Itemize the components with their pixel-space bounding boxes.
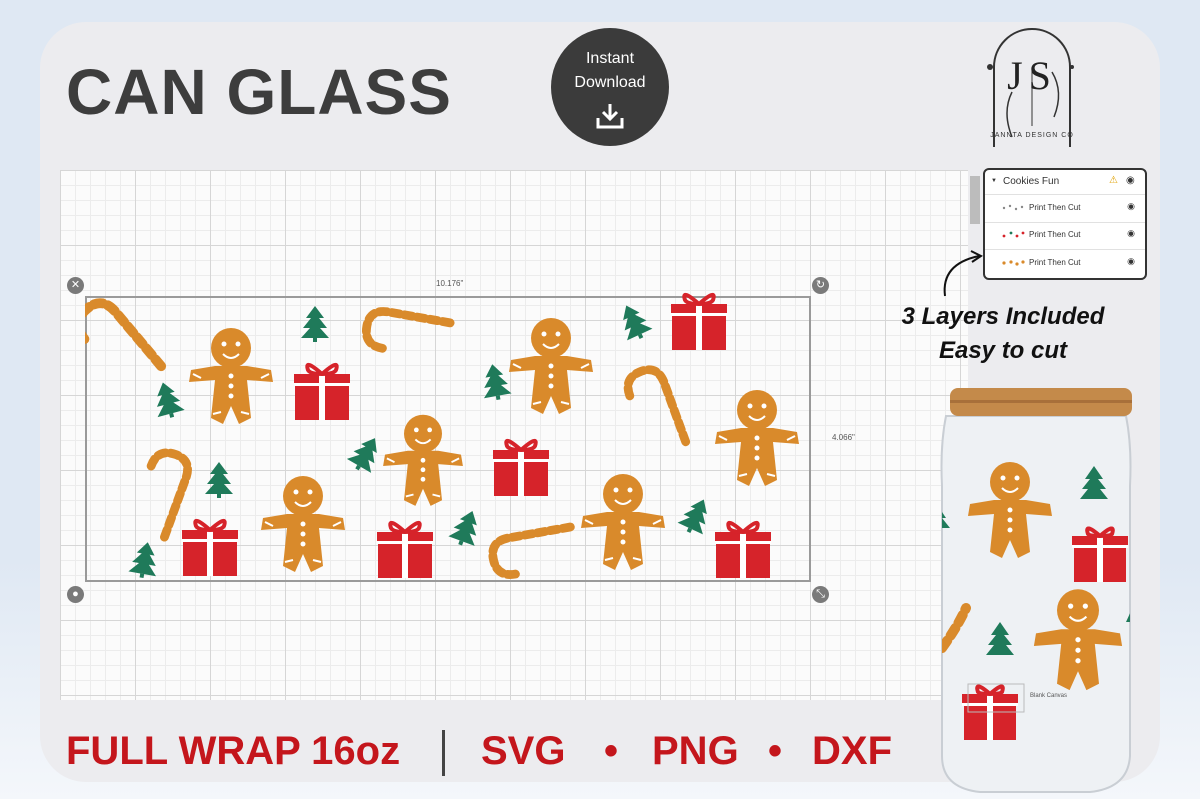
layers-panel[interactable]: ▼ Cookies Fun ⚠ ◉ Print Then Cut ◉ Print… bbox=[983, 168, 1147, 280]
eye-icon[interactable]: ◉ bbox=[1127, 256, 1135, 266]
eye-icon[interactable]: ◉ bbox=[1127, 201, 1135, 211]
layer-thumbnail-icon bbox=[1002, 231, 1025, 238]
callout-line-1: 3 Layers Included bbox=[901, 303, 1105, 330]
brand-logo bbox=[987, 28, 1074, 147]
lock-handle-icon[interactable]: ● bbox=[67, 586, 84, 603]
selection-box[interactable] bbox=[85, 296, 811, 582]
layer-row[interactable]: Print Then Cut ◉ bbox=[985, 194, 1145, 223]
layer-thumbnail-icon bbox=[1002, 260, 1025, 266]
logo-monogram: JS bbox=[1007, 53, 1057, 98]
badge-line-1: Instant bbox=[585, 50, 635, 67]
layer-label: Print Then Cut bbox=[1029, 203, 1081, 212]
eye-icon[interactable]: ◉ bbox=[1126, 175, 1135, 186]
panel-scrollbar[interactable] bbox=[970, 176, 980, 224]
layer-group-name[interactable]: Cookies Fun bbox=[1003, 176, 1060, 187]
layer-row[interactable]: Print Then Cut ◉ bbox=[985, 222, 1145, 250]
width-dimension: 10.176" bbox=[436, 279, 464, 288]
footer-divider bbox=[442, 730, 445, 776]
png-format-label: PNG bbox=[652, 729, 739, 773]
layer-thumbnail-icon bbox=[1002, 204, 1024, 211]
layer-row[interactable]: Print Then Cut ◉ bbox=[985, 250, 1145, 277]
height-dimension: 4.066" bbox=[832, 433, 855, 442]
download-icon bbox=[596, 104, 624, 129]
design-canvas[interactable] bbox=[60, 170, 968, 700]
format-separator-dot: • bbox=[768, 729, 783, 773]
gingerbread-pattern bbox=[85, 292, 800, 582]
resize-handle-icon[interactable]: ⤡ bbox=[812, 586, 829, 603]
layer-label: Print Then Cut bbox=[1029, 230, 1081, 239]
layers-callout: 3 Layers Included Easy to cut bbox=[878, 300, 1128, 367]
logo-name: JANNTA DESIGN CO bbox=[990, 132, 1074, 139]
eye-icon[interactable]: ◉ bbox=[1127, 228, 1135, 238]
blank-canvas-label: Blank Canvas bbox=[1030, 693, 1068, 699]
dxf-format-label: DXF bbox=[812, 729, 892, 773]
callout-line-2: Easy to cut bbox=[938, 336, 1068, 364]
rotate-handle-icon[interactable]: ↻ bbox=[812, 277, 829, 294]
svg-format-label: SVG bbox=[481, 729, 566, 773]
badge-line-2: Download bbox=[574, 74, 646, 91]
format-separator-dot: • bbox=[604, 729, 619, 773]
full-wrap-label: FULL WRAP 16oz bbox=[66, 729, 401, 773]
instant-download-badge[interactable]: Instant Download bbox=[551, 28, 669, 146]
warning-icon: ⚠ bbox=[1109, 175, 1118, 186]
layer-label: Print Then Cut bbox=[1029, 258, 1081, 267]
page-title: CAN GLASS bbox=[66, 56, 452, 128]
collapse-caret-icon[interactable]: ▼ bbox=[991, 178, 997, 184]
delete-handle-icon[interactable]: ✕ bbox=[67, 277, 84, 294]
callout-arrow-icon bbox=[943, 250, 983, 297]
glass-can-mockup bbox=[940, 388, 1132, 793]
